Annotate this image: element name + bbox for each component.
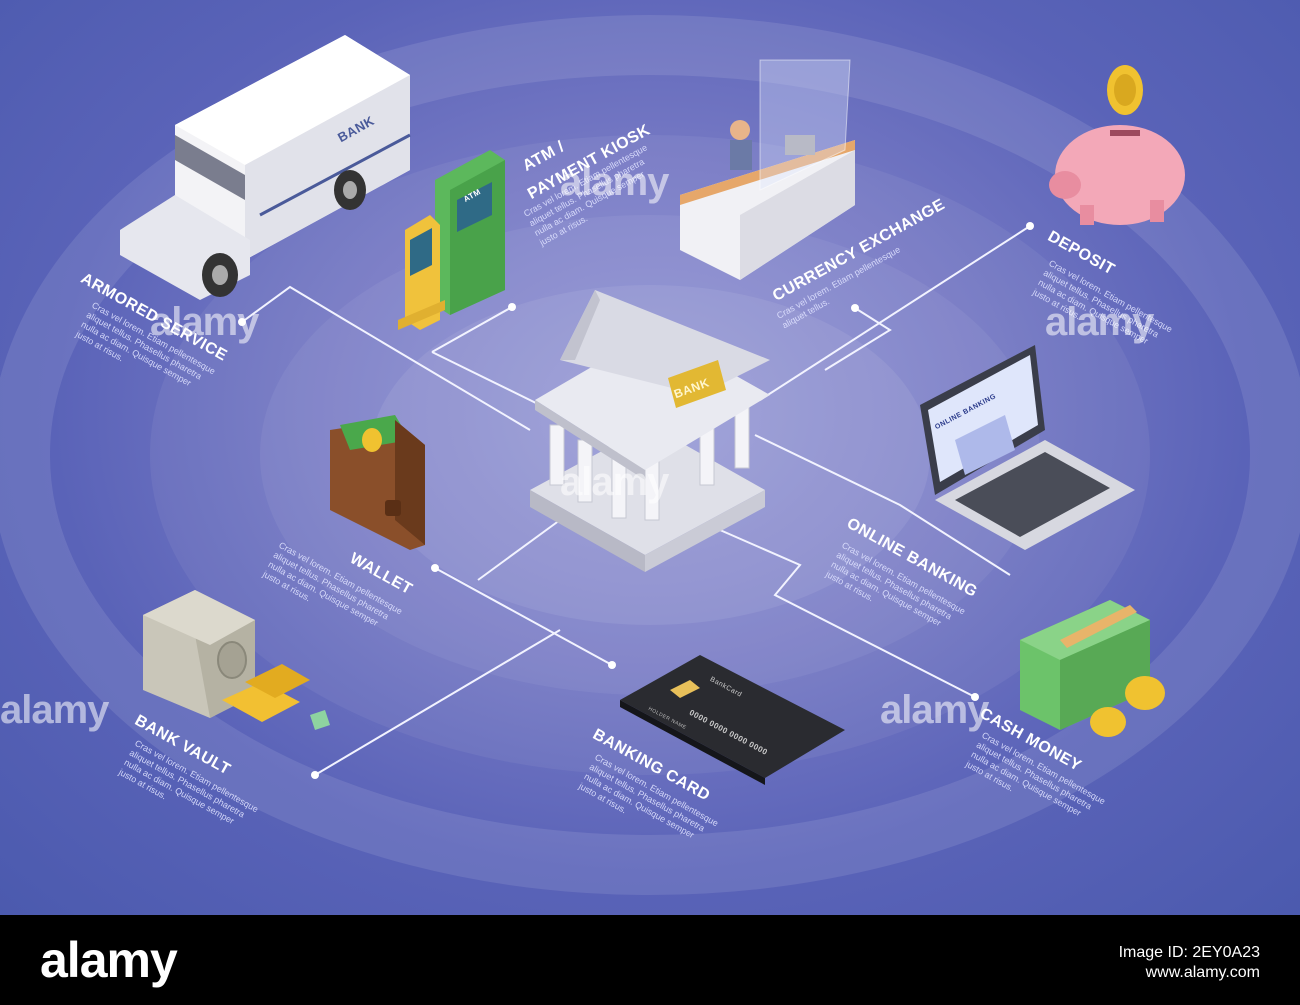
footer-brand: alamy [40, 932, 178, 988]
watermark: alamy [150, 300, 259, 344]
atm-icon [398, 150, 505, 330]
currency-exchange-desk-icon [680, 59, 855, 280]
cash-stack-icon [1020, 600, 1165, 737]
watermark: alamy [880, 688, 989, 732]
bank-card-icon [620, 655, 845, 785]
watermark: alamy [560, 460, 669, 504]
image-id-text: Image ID: 2EY0A23 [1118, 944, 1260, 961]
background-rings [120, 35, 1185, 785]
armored-truck-icon [120, 35, 411, 300]
piggy-bank-icon [1049, 65, 1185, 225]
safe-vault-icon [143, 590, 330, 730]
infographic-canvas: ARMORED SERVICE Cras vel lorem. Etiam pe… [0, 0, 1300, 915]
site-url: www.alamy.com [1145, 964, 1260, 981]
watermark: alamy [0, 688, 109, 732]
connector-lines [241, 225, 1031, 776]
watermark: alamy [1045, 300, 1154, 344]
footer-image-id: Image ID: 2EY0A23 www.alamy.com [1119, 943, 1260, 983]
wallet-icon [330, 415, 425, 550]
footer-bar: alamy Image ID: 2EY0A23 www.alamy.com [0, 915, 1300, 1005]
watermark: alamy [560, 160, 669, 204]
laptop-icon [920, 345, 1135, 550]
bank-building-icon [530, 290, 770, 572]
